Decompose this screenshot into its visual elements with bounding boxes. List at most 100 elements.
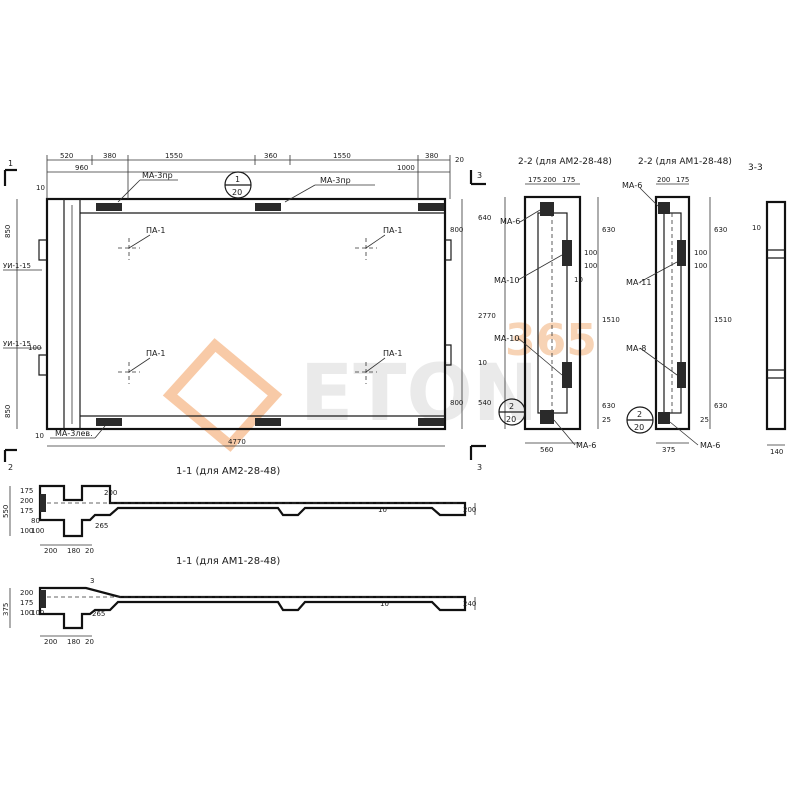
dim-label: 20 [455, 156, 464, 164]
loop-label: ПА-1 [146, 226, 165, 235]
section-1-1-am1: 1-1 (для АМ1-28-48) 375 200 175 100 100 … [2, 556, 476, 646]
dim-label: 960 [75, 164, 88, 172]
dim-label: 20 [85, 638, 94, 646]
svg-text:20: 20 [232, 188, 242, 197]
embedded-plate [658, 412, 670, 424]
dim-label: 360 [264, 152, 277, 160]
dim-label: 800 [450, 226, 463, 234]
loop-label: ПА-1 [383, 226, 402, 235]
leader-line [284, 184, 316, 203]
insert-label: МА-8 [626, 344, 646, 353]
embedded-plate [658, 202, 670, 214]
dim-label: 20 [85, 547, 94, 555]
notch [445, 239, 452, 261]
slab-outline [45, 197, 447, 431]
insert-label: МА-3пр [320, 176, 351, 185]
watermark: ETON 365 [162, 315, 597, 452]
section-3-3: 3-3 10 140 [748, 163, 787, 456]
section-title: 2-2 (для АМ2-28-48) [518, 157, 612, 167]
dim-label: 850 [4, 225, 12, 238]
insert-label: МА-10 [494, 276, 519, 285]
notch [38, 354, 47, 376]
dim-label: 175 [20, 599, 33, 607]
embedded-plate [540, 410, 554, 424]
dim-label: 180 [67, 547, 80, 555]
dim-label: 140 [770, 448, 783, 456]
loop-label: ПА-1 [146, 349, 165, 358]
dim-label: 10 [36, 184, 45, 192]
lifting-loop [355, 357, 386, 384]
callout-marker: 2 20 [626, 406, 654, 434]
svg-text:1: 1 [8, 159, 13, 168]
dim-label: 200 [657, 176, 670, 184]
section-title: 1-1 (для АМ2-28-48) [176, 466, 280, 477]
dim-label: 375 [662, 446, 675, 454]
embedded-plate [255, 203, 281, 211]
section-2-2-am2: 2-2 (для АМ2-28-48) 175 200 175 560 640 … [478, 157, 620, 454]
dim-label: 100 [20, 609, 33, 617]
dim-label: 175 [528, 176, 541, 184]
section-1-1-am2: 1-1 (для АМ2-28-48) 550 175 200 175 80 1… [2, 466, 476, 555]
embedded-plate [40, 590, 46, 608]
insert-label: МА-6 [700, 441, 720, 450]
embedded-plate [96, 203, 122, 211]
svg-text:2: 2 [8, 463, 13, 472]
dim-label: 175 [20, 487, 33, 495]
svg-text:20: 20 [506, 415, 516, 424]
lifting-loop [118, 357, 151, 384]
section-mark: 3 [469, 170, 486, 186]
dim-label: 520 [60, 152, 73, 160]
callout-marker: 2 20 [498, 398, 526, 426]
notch [38, 239, 47, 261]
section-profile [38, 484, 467, 538]
leader-line [117, 179, 141, 203]
dim-label: 265 [92, 610, 105, 618]
dim-label: 640 [478, 214, 491, 222]
insert-label: МА-3пр [142, 171, 173, 180]
dim-label: 800 [450, 399, 463, 407]
dim-label: 100 [31, 609, 44, 617]
callout-marker: 1 20 [224, 171, 252, 199]
embedded-plate [540, 202, 554, 216]
dim-label: 375 [2, 603, 10, 616]
section-title: 3-3 [748, 163, 763, 173]
lifting-loop [118, 234, 151, 260]
plan-view: ПА-1 ПА-1 ПА-1 ПА-1 520 380 1550 360 155… [3, 152, 486, 472]
dim-label: 200 [20, 589, 33, 597]
loop-label: ПА-1 [383, 349, 402, 358]
dim-label: 175 [20, 507, 33, 515]
dim-label: 100 [20, 527, 33, 535]
dim-label: 200 [20, 497, 33, 505]
dim-label: 100 [31, 527, 44, 535]
dim-label: 265 [95, 522, 108, 530]
dim-label: 630 [602, 402, 615, 410]
insert-label: МА-6 [500, 217, 520, 226]
embedded-plate [418, 418, 444, 426]
dim-label: 180 [67, 638, 80, 646]
section-mark: 3 [469, 444, 486, 472]
node-label: УИ-1-15 [3, 262, 31, 270]
embedded-plate [562, 240, 572, 266]
svg-text:3: 3 [477, 171, 482, 180]
dim-label: 1550 [333, 152, 351, 160]
dim-label: 630 [602, 226, 615, 234]
dim-label: 1550 [165, 152, 183, 160]
embedded-plate [677, 362, 686, 388]
section-mark: 2 [3, 448, 17, 472]
section-profile [38, 586, 467, 630]
dim-label: 100 [694, 249, 707, 257]
dim-label: 1000 [397, 164, 415, 172]
dim-label: 25 [700, 416, 709, 424]
insert-label: МА-3лев. [55, 429, 93, 438]
section-mark: 1 [3, 159, 17, 186]
dim-label: 200 [463, 506, 476, 514]
svg-text:2: 2 [637, 410, 642, 419]
section-outline [523, 195, 582, 431]
dim-label: 550 [2, 505, 10, 518]
dim-label: 10 [35, 432, 44, 440]
section-inner [663, 212, 682, 414]
leader-line [94, 425, 106, 439]
svg-text:20: 20 [634, 423, 644, 432]
